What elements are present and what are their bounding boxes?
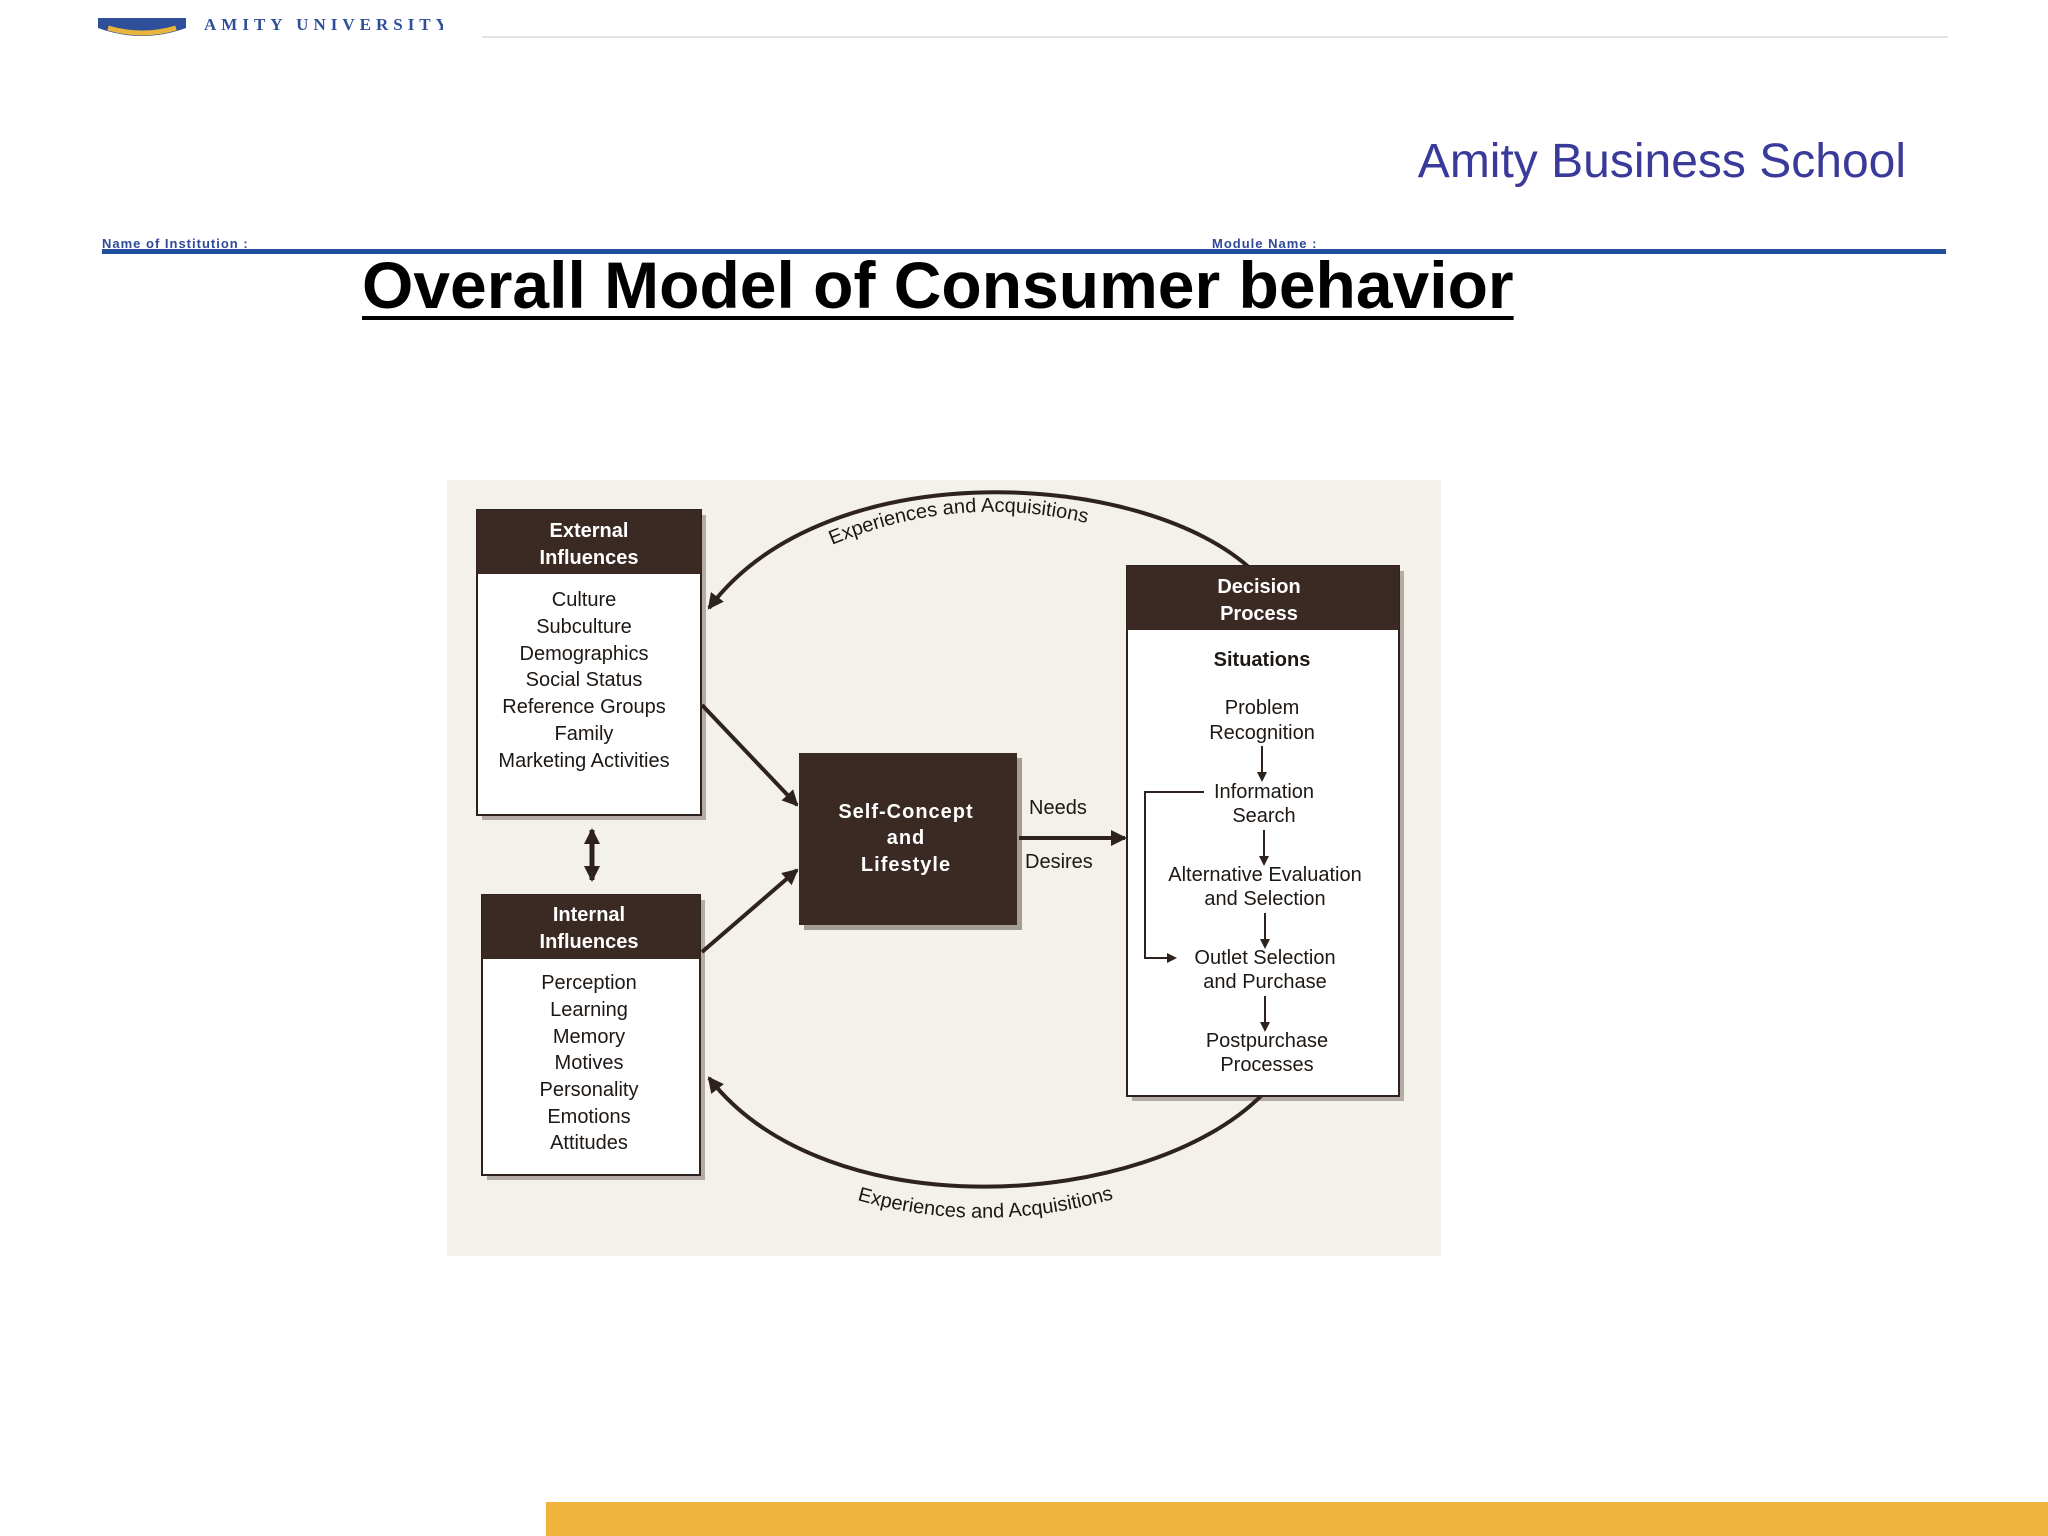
needs-label: Needs: [1029, 797, 1087, 819]
search-to-purchase-bracket: [1144, 791, 1204, 963]
internal-to-self-arrow: [700, 868, 799, 954]
internal-item: Personality: [540, 1079, 639, 1101]
title-rule: [102, 249, 1946, 254]
arc-bottom-arrow: [707, 1076, 1264, 1189]
external-item: Family: [555, 723, 614, 745]
internal-item: Memory: [553, 1026, 625, 1048]
self-concept-line3: Lifestyle: [861, 854, 951, 876]
external-item: Marketing Activities: [498, 750, 669, 772]
step-problem-line1: Problem: [1225, 697, 1299, 719]
external-item: Culture: [552, 589, 616, 611]
arc-top-label: Experiences and Acquisitions: [826, 495, 1091, 550]
diagram-svg: Experiences and Acquisitions Experiences…: [476, 490, 1404, 1223]
amity-logo-graphic: AMITY UNIVERSITY: [98, 15, 448, 36]
arc-top-arrow: [707, 490, 1255, 610]
institution-label: Name of Institution :: [102, 236, 249, 251]
self-concept-line2: and: [887, 827, 926, 849]
internal-item: Emotions: [547, 1106, 630, 1128]
situations-label: Situations: [1214, 649, 1311, 671]
external-item: Social Status: [526, 669, 643, 691]
step-postpurchase-line1: Postpurchase: [1206, 1030, 1328, 1052]
self-concept-line1: Self-Concept: [838, 801, 973, 823]
self-concept-box: Self-Concept and Lifestyle: [799, 753, 1022, 930]
external-influences-box: External Influences Culture Subculture D…: [476, 509, 706, 820]
internal-item: Learning: [550, 999, 628, 1021]
module-label: Module Name :: [1212, 236, 1318, 251]
external-item: Demographics: [520, 643, 649, 665]
amity-logo: AMITY UNIVERSITY: [98, 15, 448, 40]
consumer-behavior-diagram: Experiences and Acquisitions Experiences…: [447, 480, 1441, 1256]
step-search-line1: Information: [1214, 781, 1314, 803]
decision-title-line1: Decision: [1217, 576, 1300, 598]
external-title-line2: Influences: [540, 547, 639, 569]
school-name: Amity Business School: [1417, 135, 1906, 188]
logo-shield-stripe: [107, 25, 177, 36]
internal-title-line2: Influences: [540, 931, 639, 953]
step-problem-line2: Recognition: [1209, 722, 1315, 744]
external-item: Subculture: [536, 616, 632, 638]
step-postpurchase-line2: Processes: [1220, 1054, 1313, 1076]
header-rule: [482, 36, 1948, 38]
step-evaluation-line1: Alternative Evaluation: [1168, 864, 1361, 886]
footer-bar: [546, 1502, 2048, 1536]
internal-title-line1: Internal: [553, 904, 625, 926]
step-evaluation-line2: and Selection: [1204, 888, 1325, 910]
decision-title-line2: Process: [1220, 603, 1298, 625]
step-purchase-line1: Outlet Selection: [1194, 947, 1335, 969]
internal-item: Motives: [555, 1052, 624, 1074]
internal-influences-box: Internal Influences Perception Learning …: [481, 894, 705, 1180]
meta-row: Name of Institution : Module Name :: [102, 236, 1950, 251]
external-to-self-arrow: [700, 703, 799, 807]
desires-label: Desires: [1025, 851, 1093, 873]
external-item: Reference Groups: [502, 696, 665, 718]
internal-item: Perception: [541, 972, 637, 994]
internal-item: Attitudes: [550, 1132, 628, 1154]
logo-wordmark: AMITY UNIVERSITY: [204, 16, 443, 34]
step-purchase-line2: and Purchase: [1203, 971, 1326, 993]
external-title-line1: External: [550, 520, 629, 542]
step-search-line2: Search: [1232, 805, 1295, 827]
slide-title: Overall Model of Consumer behavior: [362, 248, 1514, 322]
decision-process-box: Decision Process Situations Problem Reco…: [1126, 565, 1404, 1101]
